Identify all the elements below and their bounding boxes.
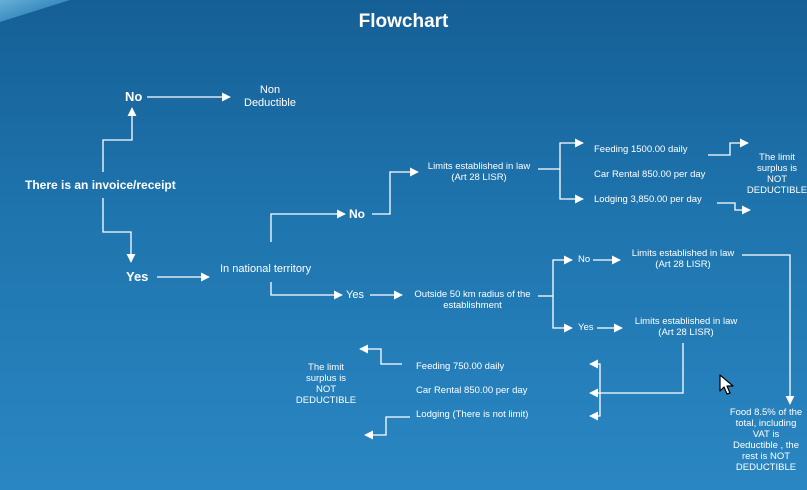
node-yes-left: Yes	[126, 269, 149, 284]
arrow-outside-no	[552, 255, 573, 296]
arrow-limits-mid-food	[742, 254, 795, 405]
node-feeding-bottom: Feeding 750.00 daily	[416, 361, 505, 372]
node-lodging-top: Lodging 3,850.00 per day	[594, 194, 702, 205]
arrow-invoice-no	[102, 107, 137, 172]
connector-limits-low	[600, 343, 684, 394]
arrow-limits-lodging	[559, 169, 584, 204]
node-no-top: No	[125, 89, 143, 104]
arrow-feeding-surplus	[708, 138, 749, 156]
arrow-no-limits-top	[372, 167, 419, 215]
node-lodging-bottom: Lodging (There is not limit)	[416, 409, 529, 420]
arrow-invoice-yes	[102, 198, 136, 263]
node-yes-small: Yes	[578, 322, 594, 333]
node-limits-mid: Limits established in law(Art 28 LISR)	[631, 248, 735, 270]
arrow-national-no	[270, 209, 346, 242]
arrow-national-yes	[270, 282, 343, 300]
node-car-top: Car Rental 850.00 per day	[594, 169, 706, 180]
node-no-mid: No	[349, 207, 365, 221]
node-car-bottom: Car Rental 850.00 per day	[416, 385, 528, 396]
page-title: Flowchart	[358, 11, 449, 32]
mouse-cursor-icon	[719, 374, 734, 395]
arrow-to-feeding-bottom	[589, 359, 601, 393]
arrow-feeding-surplus-left	[359, 344, 402, 365]
arrow-to-lodging-bottom	[589, 393, 601, 421]
node-no-small: No	[578, 254, 591, 265]
node-yes-mid: Yes	[346, 289, 364, 301]
arrow-limits-feeding	[559, 138, 584, 169]
arrow-lodging-surplus-left	[364, 416, 410, 440]
node-limits-low: Limits established in law(Art 28 LISR)	[634, 316, 738, 338]
node-national-territory: In national territory	[220, 263, 312, 275]
node-feeding-top: Feeding 1500.00 daily	[594, 144, 688, 155]
arrow-lodging-surplus	[717, 202, 751, 215]
node-invoice: There is an invoice/receipt	[25, 178, 176, 192]
node-limits-top: Limits established in law(Art 28 LISR)	[427, 161, 531, 183]
arrow-outside-yes	[552, 296, 573, 333]
